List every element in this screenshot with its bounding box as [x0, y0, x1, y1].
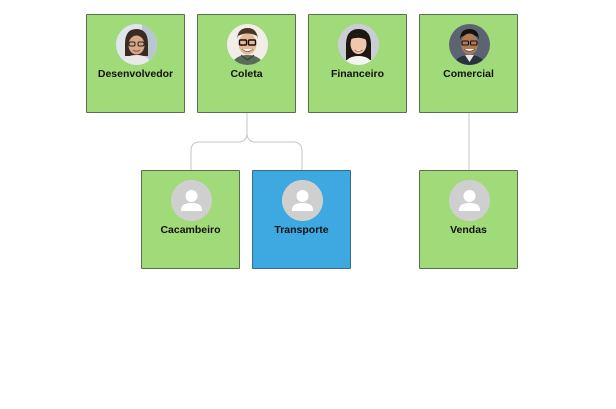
node-comercial[interactable]: Comercial — [419, 14, 518, 113]
node-desenvolvedor[interactable]: Desenvolvedor — [86, 14, 185, 113]
man-glasses-photo-icon — [227, 24, 268, 65]
placeholder-person-icon — [282, 180, 323, 221]
node-label: Vendas — [450, 224, 487, 236]
node-financeiro[interactable]: Financeiro — [308, 14, 407, 113]
edge-coleta-transporte — [246, 113, 303, 170]
node-label: Transporte — [274, 224, 329, 236]
edge-coleta-cacambeiro — [190, 113, 248, 170]
node-label: Comercial — [443, 68, 494, 80]
woman-photo-icon — [338, 24, 379, 65]
man-photo-icon — [449, 24, 490, 65]
node-label: Cacambeiro — [160, 224, 221, 236]
node-label: Desenvolvedor — [97, 68, 174, 80]
placeholder-person-icon — [449, 180, 490, 221]
woman-glasses-photo-icon — [116, 24, 157, 65]
node-cacambeiro[interactable]: Cacambeiro — [141, 170, 240, 269]
node-transporte[interactable]: Transporte — [252, 170, 351, 269]
node-label: Financeiro — [330, 68, 385, 80]
placeholder-person-icon — [171, 180, 212, 221]
node-label: Coleta — [230, 68, 263, 80]
node-coleta[interactable]: Coleta — [197, 14, 296, 113]
node-vendas[interactable]: Vendas — [419, 170, 518, 269]
